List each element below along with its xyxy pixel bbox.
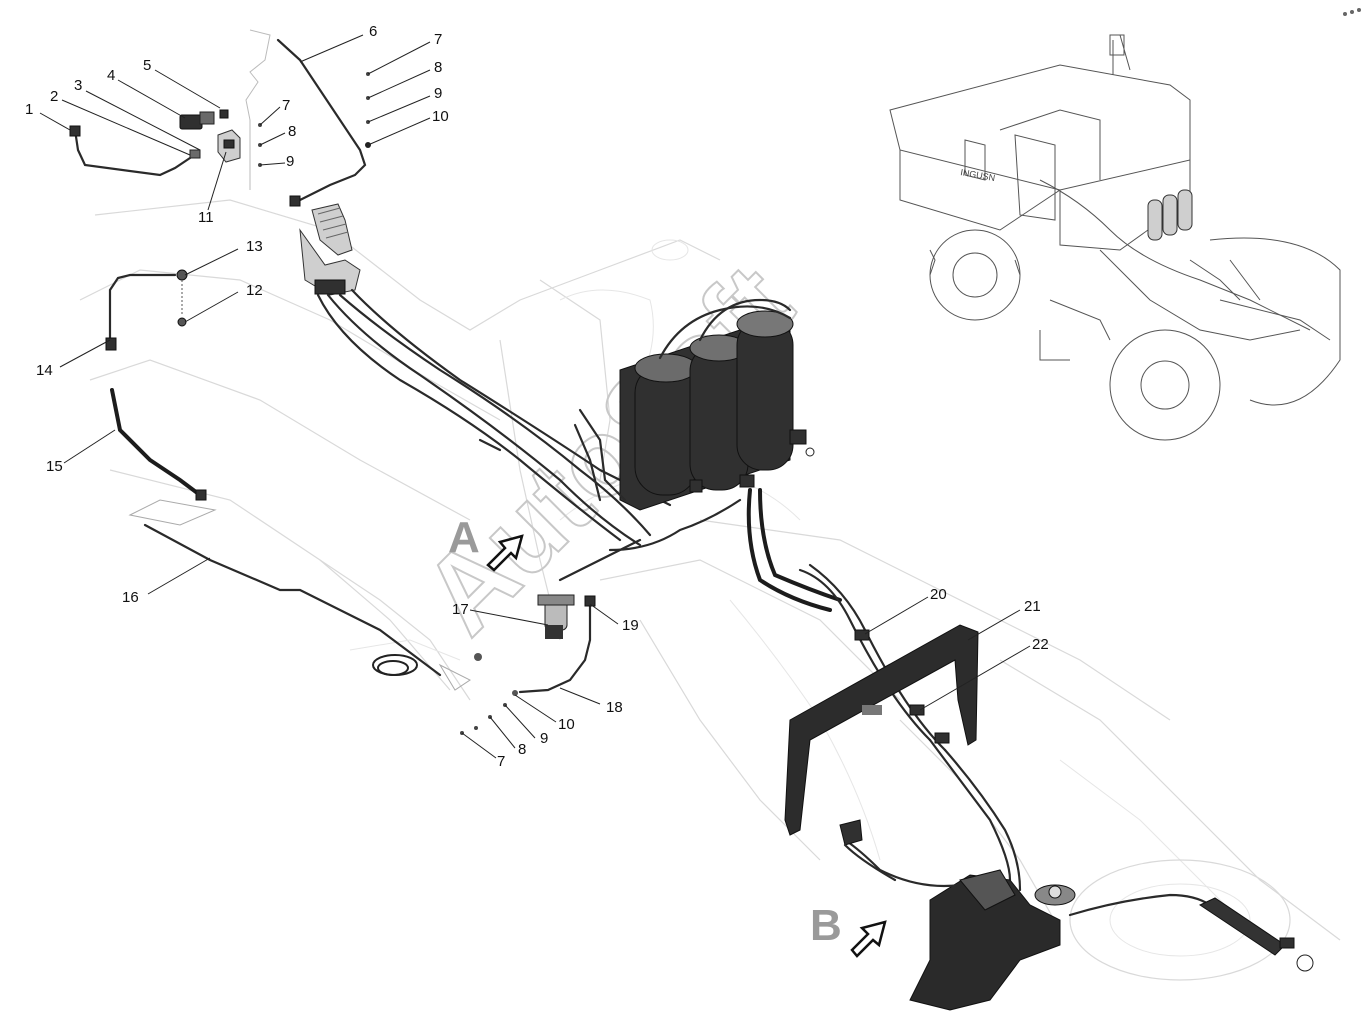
- air-tank-3: [736, 310, 794, 471]
- view-a-marker: A: [448, 513, 524, 572]
- callout-1: 1: [25, 101, 33, 118]
- valve-block: [179, 109, 229, 130]
- callout-13: 13: [246, 238, 263, 255]
- air-tank-2: [689, 334, 749, 491]
- callout-6: 6: [369, 23, 377, 40]
- callout-8-panel: 8: [288, 123, 296, 140]
- corner-marks-icon: [1343, 8, 1361, 16]
- callout-12: 12: [246, 282, 263, 299]
- callout-15: 15: [46, 458, 63, 475]
- callout-10-top: 10: [432, 108, 449, 125]
- callout-2: 2: [50, 88, 58, 105]
- brake-pipe-6: [276, 38, 367, 207]
- tractor-air-tanks: [1147, 189, 1193, 241]
- callout-16: 16: [122, 589, 139, 606]
- callout-17: 17: [452, 601, 469, 618]
- view-b-marker: B: [810, 901, 887, 958]
- leader-lines: [39, 34, 1031, 759]
- tractor-overview: INGUSN: [889, 34, 1341, 441]
- air-tank-1: [634, 353, 698, 496]
- frame-bracket-21: [784, 624, 979, 836]
- hose-assembly-left: [105, 269, 471, 691]
- callout-7-top: 7: [434, 31, 442, 48]
- callout-11: 11: [198, 209, 214, 226]
- callout-9-panel: 9: [286, 153, 294, 170]
- callout-22: 22: [1032, 636, 1049, 653]
- tank-to-front-hoses: [746, 488, 1022, 892]
- callout-8-top: 8: [434, 59, 442, 76]
- callout-20: 20: [930, 586, 947, 603]
- callout-5: 5: [143, 57, 151, 74]
- callout-19: 19: [622, 617, 639, 634]
- callout-18: 18: [606, 699, 623, 716]
- mounting-panel: [245, 29, 371, 190]
- pipe-assembly-top-left: [69, 109, 241, 177]
- callout-10-lower: 10: [558, 716, 575, 733]
- callout-21: 21: [1024, 598, 1041, 615]
- lower-drive-assembly: [839, 819, 1314, 1011]
- tractor-badge: INGUSN: [960, 167, 996, 183]
- dryer-valve-17: [474, 594, 596, 696]
- view-a-letter: A: [448, 513, 480, 562]
- callout-7-panel: 7: [282, 97, 290, 114]
- callout-9-top: 9: [434, 85, 442, 102]
- fastener-set-lower: [460, 703, 507, 735]
- callout-4: 4: [107, 67, 115, 84]
- view-a-arrow-icon: [486, 534, 524, 572]
- view-b-letter: B: [810, 901, 842, 950]
- callout-14: 14: [36, 362, 53, 379]
- air-tanks: [573, 298, 815, 511]
- view-b-arrow-icon: [850, 920, 887, 958]
- callout-labels: 1 2 3 4 5 6 7 8 9 10 7 8 9 11 13 12 14 1…: [25, 23, 1049, 770]
- callout-8-lower: 8: [518, 741, 526, 758]
- callout-7-lower: 7: [497, 753, 505, 770]
- callout-3: 3: [74, 77, 82, 94]
- callout-9-lower: 9: [540, 730, 548, 747]
- brake-pedal-valve: [299, 203, 361, 296]
